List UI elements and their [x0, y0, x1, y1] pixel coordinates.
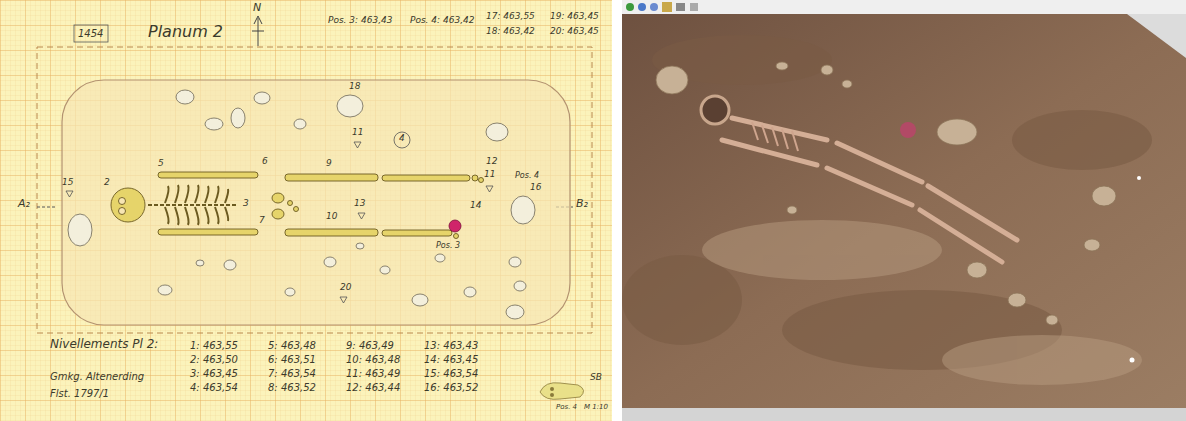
table-heading: Nivellements Pl 2:	[50, 338, 158, 351]
callout-number: 16	[530, 183, 541, 193]
level-value: 1: 463,55	[190, 340, 238, 351]
callout-number: 20	[340, 283, 351, 293]
callout-number: 11	[484, 170, 495, 180]
callout-number: 13	[354, 199, 365, 209]
find-number: 1454	[78, 28, 103, 39]
callout-number: 4	[399, 134, 405, 144]
callout-number: 11	[352, 128, 363, 138]
level-value: 11: 463,49	[346, 368, 400, 379]
callout-number: 15	[62, 178, 73, 188]
level-value: 5: 463,48	[268, 340, 316, 351]
level-value: 6: 463,51	[268, 354, 316, 365]
level-note: 19: 463,45	[550, 12, 599, 22]
callout-number: 7	[259, 216, 265, 226]
photogrammetry-view	[622, 0, 1186, 421]
callout-number: 6	[262, 157, 268, 167]
callout-number: 3	[243, 199, 249, 209]
parcel-number: Flst. 1797/1	[50, 388, 109, 399]
level-value: 4: 463,54	[190, 382, 238, 393]
level-value: 7: 463,54	[268, 368, 316, 379]
level-value: 13: 463,43	[424, 340, 478, 351]
position-label: Pos. 3	[436, 242, 460, 251]
level-note: 18: 463,42	[486, 27, 535, 37]
level-value: 12: 463,44	[346, 382, 400, 393]
level-note: Pos. 4: 463,42	[410, 16, 474, 26]
level-value: 15: 463,54	[424, 368, 478, 379]
callout-number: 14	[470, 201, 481, 211]
callout-number: 10	[326, 212, 337, 222]
level-value: 10: 463,48	[346, 354, 400, 365]
north-mark: N	[253, 2, 261, 14]
level-value: 16: 463,52	[424, 382, 478, 393]
position-label: Pos. 4	[556, 404, 577, 412]
level-value: 8: 463,52	[268, 382, 316, 393]
level-note: 17: 463,55	[486, 12, 535, 22]
callout-number: 2	[104, 178, 110, 188]
level-note: 20: 463,45	[550, 27, 599, 37]
level-value: 3: 463,45	[190, 368, 238, 379]
level-value: 9: 463,49	[346, 340, 394, 351]
level-value: 14: 463,45	[424, 354, 478, 365]
sheet-mark: SB	[590, 373, 602, 383]
level-value: 2: 463,50	[190, 354, 238, 365]
callout-number: 9	[326, 159, 332, 169]
section-mark: A₂	[18, 198, 30, 210]
plan-title: Planum 2	[148, 23, 223, 41]
callout-number: 18	[349, 82, 360, 92]
scale-note: M 1:10	[584, 404, 608, 412]
section-mark: B₂	[576, 198, 588, 210]
position-label: Pos. 4	[515, 172, 539, 181]
callout-number: 12	[486, 157, 497, 167]
level-note: Pos. 3: 463,43	[328, 16, 392, 26]
site-name: Gmkg. Altenerding	[50, 371, 144, 382]
callout-number: 5	[158, 159, 164, 169]
